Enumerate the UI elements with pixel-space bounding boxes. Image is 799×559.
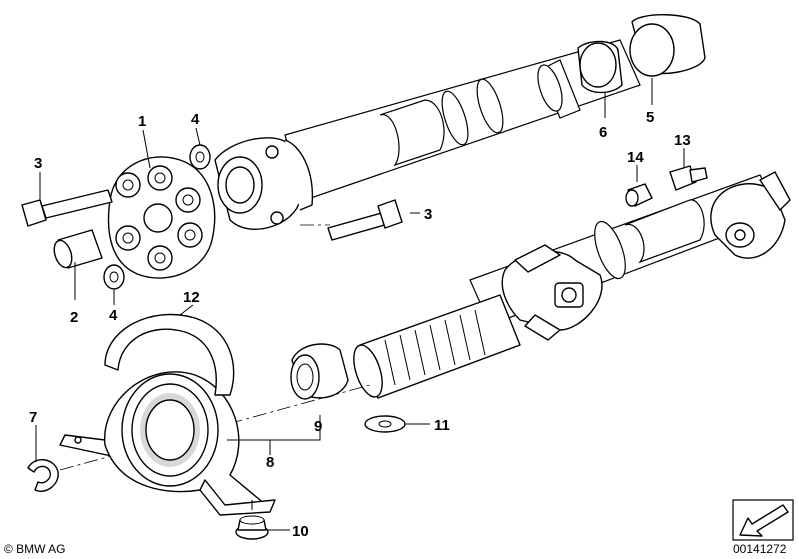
washer — [364, 415, 406, 433]
bolt-left — [21, 189, 113, 227]
ring-6 — [577, 40, 623, 94]
callout-14: 14 — [627, 149, 644, 166]
bolt-right — [327, 199, 403, 241]
shaft-flange — [214, 137, 314, 230]
callout-3-right: 3 — [424, 206, 432, 223]
universal-joint-front — [501, 244, 603, 341]
copyright-label: © BMW AG — [4, 542, 66, 556]
sleeve — [53, 229, 103, 269]
circlip — [27, 459, 59, 492]
front-propeller-shaft — [284, 39, 641, 201]
callout-2: 2 — [70, 309, 78, 326]
catalog-number: 00141272 — [733, 542, 787, 556]
callout-10: 10 — [292, 523, 309, 540]
callout-4-top: 4 — [191, 111, 200, 128]
sleeve-5 — [629, 14, 706, 77]
leader-lines — [35, 78, 685, 531]
screw-14 — [625, 183, 653, 207]
screw-13 — [669, 165, 708, 191]
ball-bearing — [290, 343, 349, 400]
bearing-cover — [104, 313, 235, 396]
center-bearing — [59, 371, 276, 516]
nut-bottom — [103, 264, 125, 290]
nut-top — [189, 144, 211, 170]
arrow-down-left-icon[interactable] — [732, 499, 794, 541]
callout-9: 9 — [314, 418, 322, 435]
callout-11: 11 — [434, 417, 450, 434]
callout-8: 8 — [266, 454, 274, 471]
flange-nut — [235, 515, 269, 540]
callout-4-bottom: 4 — [109, 307, 118, 324]
flex-disc — [107, 156, 216, 279]
callout-12: 12 — [183, 289, 200, 306]
callout-5: 5 — [646, 109, 654, 126]
callout-6: 6 — [599, 124, 607, 141]
callout-13: 13 — [674, 132, 691, 149]
callout-3-left: 3 — [34, 155, 42, 172]
callout-1: 1 — [138, 113, 146, 130]
universal-joint-rear — [710, 171, 791, 259]
callout-7: 7 — [29, 409, 37, 426]
splined-shaft — [353, 294, 521, 399]
